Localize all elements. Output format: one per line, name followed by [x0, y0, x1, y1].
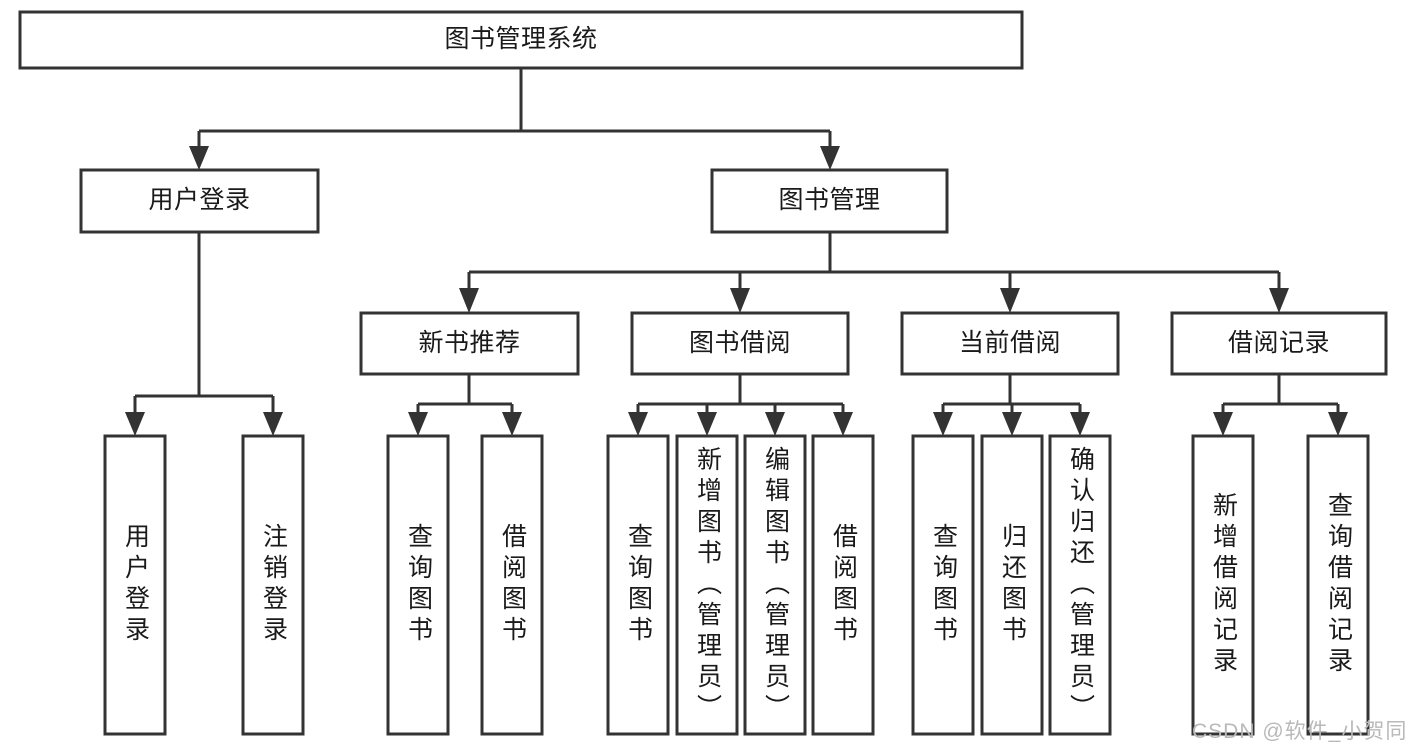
arrow-head-book-manage [820, 146, 840, 170]
arrow-head-leaf-borrow-book-2 [833, 412, 853, 436]
connector-group-root [189, 68, 840, 170]
watermark-text: CSDN @软件_小贺同学 [1192, 720, 1405, 743]
connector-group-user-login [125, 232, 283, 436]
arrow-head-current-borrow [1000, 288, 1020, 313]
arrow-head-new-book-rec [459, 288, 479, 313]
diagram-node-boxes [18, 10, 1388, 736]
node-box-leaf-add-book[interactable] [675, 434, 739, 736]
node-box-leaf-borrow-book-2[interactable] [811, 434, 875, 736]
arrow-head-leaf-add-book [697, 412, 717, 436]
node-box-user-login[interactable] [79, 168, 320, 234]
arrow-head-book-borrow [730, 288, 750, 313]
connector-group-borrow-record [1213, 374, 1348, 436]
node-box-book-borrow[interactable] [630, 311, 850, 376]
node-box-leaf-query-record[interactable] [1306, 434, 1370, 736]
node-box-root[interactable] [18, 10, 1024, 70]
arrow-head-user-login [189, 146, 209, 170]
arrow-head-leaf-edit-book [765, 412, 785, 436]
arrow-head-leaf-query-record [1328, 412, 1348, 436]
node-box-leaf-add-record[interactable] [1191, 434, 1255, 736]
arrow-head-leaf-query-book-1 [408, 412, 428, 436]
arrow-head-leaf-query-book-3 [933, 412, 953, 436]
node-box-leaf-confirm-return[interactable] [1048, 434, 1112, 736]
arrow-head-leaf-query-book-2 [628, 412, 648, 436]
node-box-new-book-rec[interactable] [359, 311, 580, 376]
node-box-leaf-edit-book[interactable] [743, 434, 807, 736]
node-box-borrow-record[interactable] [1170, 311, 1388, 376]
arrow-head-leaf-return-book [1002, 412, 1022, 436]
node-box-leaf-query-book-2[interactable] [606, 434, 670, 736]
node-box-current-borrow[interactable] [900, 311, 1120, 376]
arrow-head-leaf-logout [263, 412, 283, 436]
node-box-leaf-user-login[interactable] [103, 434, 167, 736]
node-box-leaf-return-book[interactable] [980, 434, 1044, 736]
arrow-head-leaf-confirm-return [1070, 412, 1090, 436]
node-box-book-manage[interactable] [710, 168, 949, 234]
connector-group-new-book-rec [408, 374, 522, 436]
node-box-leaf-query-book-1[interactable] [386, 434, 450, 736]
node-box-leaf-query-book-3[interactable] [911, 434, 975, 736]
arrow-head-leaf-add-record [1213, 412, 1233, 436]
connector-group-book-borrow [628, 374, 853, 436]
node-box-leaf-borrow-book-1[interactable] [480, 434, 544, 736]
arrow-head-leaf-user-login [125, 412, 145, 436]
node-box-leaf-logout[interactable] [241, 434, 305, 736]
arrow-head-borrow-record [1269, 288, 1289, 313]
arrow-head-leaf-borrow-book-1 [502, 412, 522, 436]
connector-group-current-borrow [933, 374, 1090, 436]
connector-group-book-manage [459, 232, 1289, 313]
